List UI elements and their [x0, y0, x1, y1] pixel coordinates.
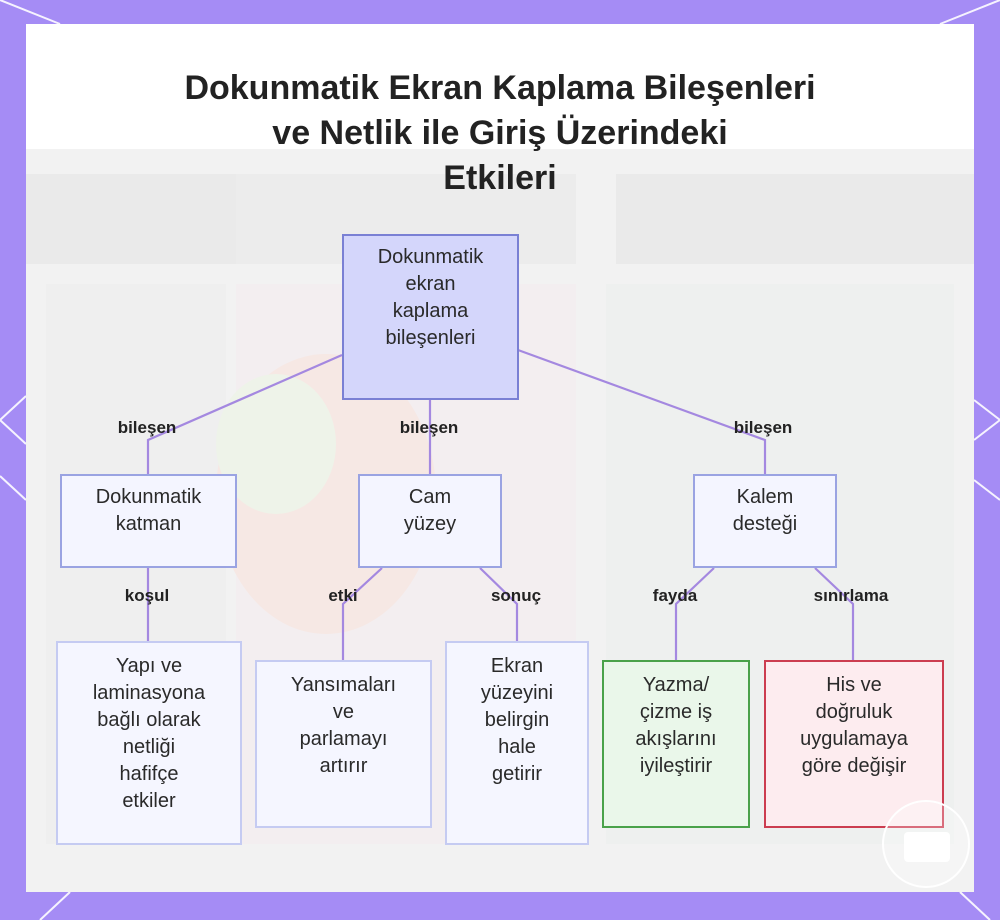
edge-label-root-pen: bileşen: [733, 418, 793, 437]
edge-label-root-touch: bileşen: [117, 418, 177, 437]
chat-bubble-button[interactable]: [882, 800, 970, 888]
edge-glass-reflections: [341, 567, 383, 660]
edge-root-pen: [517, 348, 767, 474]
title-line-1: Dokunmatik Ekran Kaplama Bileşenleri: [184, 69, 816, 107]
node-touch-layer: Dokunmatik katman: [60, 474, 237, 568]
edge-pen-feel: [814, 567, 855, 660]
edge-label-touch-clarity: koşul: [124, 586, 170, 605]
node-reflections: Yansımaları ve parlamayı artırır: [255, 660, 432, 828]
node-feel: His ve doğruluk uygulamaya göre değişir: [764, 660, 944, 828]
edge-root-touch: [146, 353, 343, 474]
node-root: Dokunmatik ekran kaplama bileşenleri: [342, 234, 519, 400]
edge-label-glass-reflections: etki: [328, 586, 358, 605]
title-line-3: Etkileri: [443, 159, 557, 197]
node-clarity: Yapı ve laminasyona bağlı olarak netliği…: [56, 641, 242, 845]
node-glass-surface: Cam yüzey: [358, 474, 502, 568]
node-workflows: Yazma/ çizme iş akışlarını iyileştirir: [602, 660, 750, 828]
edge-pen-workflows: [674, 567, 715, 660]
node-prominent: Ekran yüzeyini belirgin hale getirir: [445, 641, 589, 845]
edge-label-pen-workflows: fayda: [652, 586, 698, 605]
title-line-2: ve Netlik ile Giriş Üzerindeki: [272, 114, 728, 152]
edge-glass-prominent: [479, 567, 519, 641]
node-pen-support: Kalem desteği: [693, 474, 837, 568]
diagram-title: Dokunmatik Ekran Kaplama Bileşenleri ve …: [150, 66, 850, 201]
edge-label-glass-prominent: sonuç: [490, 586, 542, 605]
edge-label-pen-feel: sınırlama: [813, 586, 889, 605]
edge-label-root-glass: bileşen: [399, 418, 459, 437]
chat-bubble-icon: [904, 832, 950, 862]
